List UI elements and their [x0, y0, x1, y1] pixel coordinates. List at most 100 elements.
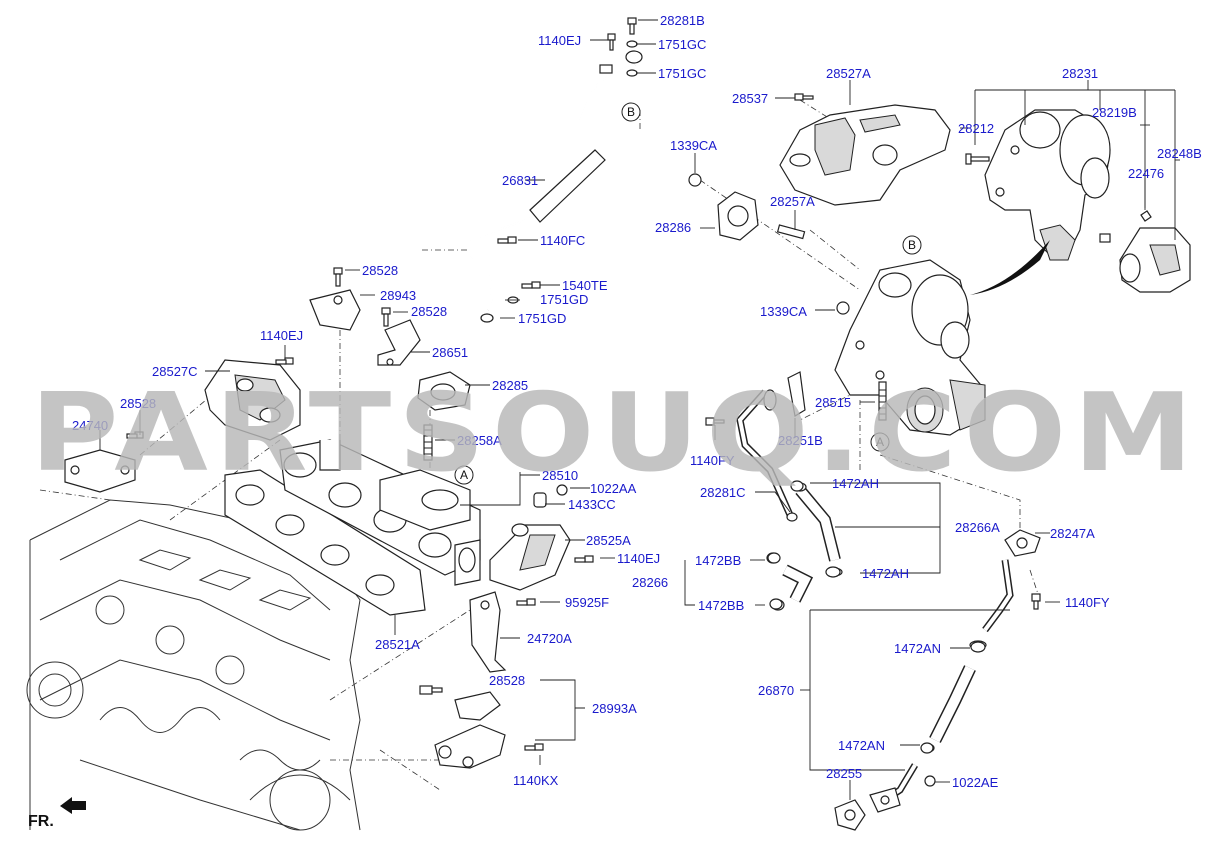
- bracket-28993A: [434, 691, 506, 769]
- label-1140FY-2: 1140FY: [1065, 595, 1110, 610]
- label-28525A: 28525A: [586, 533, 631, 548]
- label-1540TE: 1540TE: [562, 278, 608, 293]
- label-24740: 24740: [72, 418, 108, 433]
- label-1472AH-2: 1472AH: [862, 566, 909, 581]
- heat-protector-28527A: [779, 104, 951, 206]
- stud-28258A: [423, 424, 433, 461]
- bracket-28651: [377, 319, 421, 366]
- exhaust-manifold-gasket: [224, 469, 426, 616]
- oil-return-pipe-28281C: [736, 389, 798, 522]
- label-1472AN-2: 1472AN: [838, 738, 885, 753]
- gasket-28247A: [1004, 529, 1041, 557]
- label-1339CA-2: 1339CA: [760, 304, 807, 319]
- bracket-24720A: [469, 591, 507, 673]
- label-28527C: 28527C: [152, 364, 198, 379]
- label-28231: 28231: [1062, 66, 1098, 81]
- hose-clamps: [767, 480, 986, 754]
- label-1140FC: 1140FC: [540, 233, 585, 248]
- marker-a-turbo-text: A: [876, 435, 884, 449]
- exploded-view-arrow: [970, 240, 1050, 295]
- label-28219B: 28219B: [1092, 105, 1137, 120]
- label-28281B: 28281B: [660, 13, 705, 28]
- label-1140KX: 1140KX: [513, 773, 559, 788]
- front-indicator: FR.: [28, 797, 86, 830]
- label-28266: 28266: [632, 575, 668, 590]
- label-28537: 28537: [732, 91, 768, 106]
- pipe-26870: [886, 559, 1014, 801]
- label-28521A: 28521A: [375, 637, 420, 652]
- label-28510: 28510: [542, 468, 578, 483]
- label-26831: 26831: [502, 173, 538, 188]
- gasket-28286: [717, 191, 759, 241]
- label-95925F: 95925F: [565, 595, 609, 610]
- label-24720A: 24720A: [527, 631, 572, 646]
- label-1022AA: 1022AA: [590, 481, 637, 496]
- label-1751GD-2: 1751GD: [518, 311, 566, 326]
- label-28257A: 28257A: [770, 194, 815, 209]
- label-1433CC: 1433CC: [568, 497, 616, 512]
- turbocharger-mounted: [834, 259, 986, 436]
- front-label: FR.: [28, 813, 54, 830]
- exhaust-manifold: [279, 439, 481, 586]
- label-28251B: 28251B: [778, 433, 823, 448]
- label-1472BB-1: 1472BB: [695, 553, 741, 568]
- label-28258A: 28258A: [457, 433, 502, 448]
- label-28285: 28285: [492, 378, 528, 393]
- label-28528-3: 28528: [120, 396, 156, 411]
- marker-b-top: B: [621, 102, 641, 122]
- connector-28255: [834, 787, 901, 831]
- marker-a-manifold-text: A: [460, 468, 468, 482]
- label-1472AN-1: 1472AN: [894, 641, 941, 656]
- label-28281C: 28281C: [700, 485, 746, 500]
- label-28247A: 28247A: [1050, 526, 1095, 541]
- label-28527A: 28527A: [826, 66, 871, 81]
- marker-b-turbo: B: [902, 235, 922, 255]
- label-1022AE: 1022AE: [952, 775, 999, 790]
- heat-protector-28527C: [204, 359, 301, 441]
- oil-feed-pipe-26831: [469, 40, 643, 323]
- stud-28257A: [776, 224, 806, 240]
- label-28528-2: 28528: [411, 304, 447, 319]
- part-labels: 28281B 1140EJ 1751GC 1751GC 28527A 28231…: [72, 13, 1202, 790]
- watermark: PARTSOUQ.COM: [30, 371, 1200, 496]
- label-1140EJ-2: 1140EJ: [260, 328, 303, 343]
- label-1472AH-1: 1472AH: [832, 476, 879, 491]
- marker-a-turbo: A: [870, 432, 890, 452]
- label-1339CA-1: 1339CA: [670, 138, 717, 153]
- turbocharger-assy-28231: [984, 109, 1111, 261]
- gasket-28285: [417, 371, 471, 411]
- bracket-28943: [309, 289, 361, 331]
- label-28993A: 28993A: [592, 701, 637, 716]
- label-22476: 22476: [1128, 166, 1164, 181]
- label-28943: 28943: [380, 288, 416, 303]
- label-28528-4: 28528: [489, 673, 525, 688]
- label-1751GC-2: 1751GC: [658, 66, 706, 81]
- gasket-28251B: [787, 371, 806, 417]
- leader-lines: [99, 19, 1180, 800]
- label-1472BB-2: 1472BB: [698, 598, 744, 613]
- label-1140EJ-top: 1140EJ: [538, 33, 581, 48]
- label-28248B: 28248B: [1157, 146, 1202, 161]
- label-26870: 26870: [758, 683, 794, 698]
- marker-b-turbo-text: B: [908, 238, 916, 252]
- stud-28515: [878, 381, 887, 421]
- label-28515: 28515: [815, 395, 851, 410]
- label-1751GC-1: 1751GC: [658, 37, 706, 52]
- label-28266A: 28266A: [955, 520, 1000, 535]
- label-28255: 28255: [826, 766, 862, 781]
- label-28651: 28651: [432, 345, 468, 360]
- label-1140FY-1: 1140FY: [690, 453, 735, 468]
- label-28528-1: 28528: [362, 263, 398, 278]
- actuator-28248B: [1119, 227, 1191, 293]
- bolts: [126, 17, 1152, 787]
- label-1751GD-1: 1751GD: [540, 292, 588, 307]
- hose-28266A: [793, 482, 843, 577]
- engine-block-drawing: [26, 499, 361, 831]
- marker-b-top-text: B: [627, 105, 635, 119]
- heat-protector-28525A: [489, 523, 571, 591]
- label-28286: 28286: [655, 220, 691, 235]
- label-1140EJ-3: 1140EJ: [617, 551, 660, 566]
- marker-a-manifold: A: [454, 465, 474, 485]
- front-arrow-icon: [60, 797, 86, 814]
